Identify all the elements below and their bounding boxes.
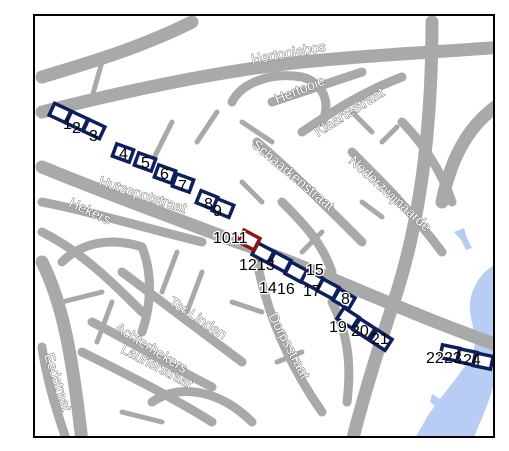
segment-label-4: 4	[119, 146, 128, 163]
road-eedstraat	[37, 342, 70, 436]
road-achterhekers	[87, 317, 217, 392]
road-minor-13	[274, 349, 305, 365]
route-segment-selected[interactable]	[235, 227, 263, 253]
segment-label-16: 16	[277, 281, 295, 298]
route-segment-20[interactable]	[350, 316, 378, 342]
road-minor-4	[159, 249, 180, 295]
road-minor-6	[229, 299, 265, 315]
road-east-stub	[397, 117, 457, 207]
segment-label-3: 3	[89, 128, 98, 145]
road-mid-loop	[277, 197, 337, 277]
road-hutsepot	[37, 197, 207, 247]
route-segment-6[interactable]	[152, 162, 178, 186]
small-water-1	[454, 228, 472, 250]
road-main-west	[35, 160, 244, 249]
segment-label-19: 19	[329, 319, 347, 336]
road-minor-10	[349, 109, 375, 135]
road-minor-12	[119, 409, 165, 425]
segment-label-20: 20	[351, 323, 369, 340]
road-minor-9	[239, 119, 275, 145]
road-vertical-east	[346, 16, 439, 436]
segment-labels: 1 2 3 4 5 6 7 8 9 10 11 12 13 14 15 16 1…	[63, 116, 481, 369]
segment-label-9: 9	[213, 203, 222, 220]
road-minor-2	[89, 59, 105, 100]
map-frame: Hertooiebos Hertooie Klaartestraat Schaa…	[33, 14, 495, 438]
road-ring-west	[35, 255, 88, 436]
segment-label-15: 15	[306, 262, 324, 279]
road-ter-linden	[117, 267, 247, 367]
segment-label-21: 21	[371, 331, 389, 348]
segment-label-2: 2	[72, 120, 81, 137]
segment-label-18: 8	[341, 291, 350, 308]
route-segments	[46, 100, 493, 372]
segment-label-1: 1	[63, 116, 72, 133]
route-segment-4[interactable]	[110, 141, 136, 165]
segment-label-10: 10	[213, 230, 231, 247]
road-minor-7	[299, 229, 325, 255]
segment-label-6: 6	[160, 166, 169, 183]
road-nederzwijnaarde	[347, 147, 447, 257]
road-minor-11	[59, 289, 105, 305]
road-klaarte	[297, 72, 407, 137]
route-segment-3[interactable]	[80, 116, 108, 142]
segment-label-14: 14	[259, 280, 277, 297]
road-minor-1	[149, 119, 175, 165]
road-minor-3	[184, 269, 205, 315]
segment-label-7: 7	[178, 178, 187, 195]
river-inlet	[430, 394, 460, 436]
segment-label-22: 22	[426, 350, 444, 367]
segment-label-23: 23	[444, 350, 462, 367]
road-minor-8	[379, 124, 400, 145]
map-canvas[interactable]: Hertooiebos Hertooie Klaartestraat Schaa…	[35, 16, 495, 438]
road-north-loop	[227, 71, 331, 127]
road-schaarken	[252, 137, 367, 247]
segment-label-8: 8	[204, 196, 213, 213]
road-hekers	[37, 227, 147, 317]
route-segment-21[interactable]	[367, 327, 395, 353]
route-segment-17b[interactable]	[330, 286, 358, 312]
road-north-arc	[35, 41, 493, 119]
road-south-loop	[147, 387, 257, 427]
road-minor-5	[94, 299, 115, 345]
route-segment-10[interactable]	[209, 196, 237, 220]
road-minor-15	[239, 179, 265, 205]
segment-label-17: 17	[303, 283, 321, 300]
road-north-west	[35, 16, 199, 84]
route-segment-24[interactable]	[470, 350, 493, 372]
road-dorpsstraat	[252, 257, 327, 417]
road-inner-east	[327, 297, 354, 407]
street-label-dorpsstraat: Dorpsstraat	[265, 310, 313, 381]
segment-label-13: 13	[257, 257, 275, 274]
road-minor-14	[359, 199, 385, 220]
segment-label-5: 5	[141, 155, 150, 172]
segment-label-24: 24	[463, 352, 481, 369]
segment-label-12: 12	[239, 257, 257, 274]
route-segment-7[interactable]	[170, 171, 196, 195]
road-laurier	[77, 347, 217, 427]
road-minor-16	[194, 109, 220, 145]
route-segment-5[interactable]	[132, 150, 158, 174]
road-west-loop	[57, 237, 154, 337]
river-main	[416, 266, 493, 436]
segment-label-11: 11	[231, 230, 248, 247]
